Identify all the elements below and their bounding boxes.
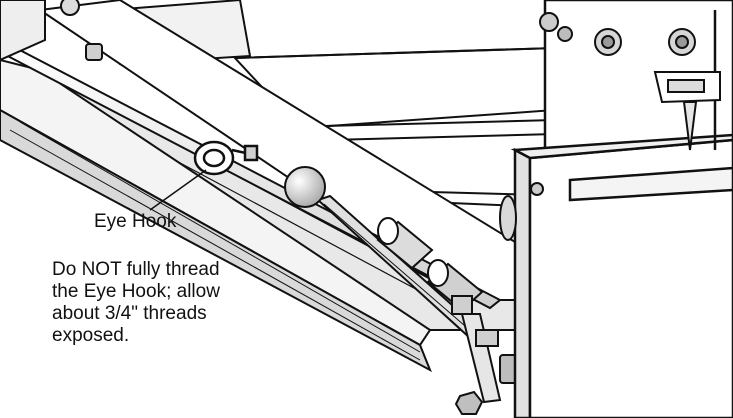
roller-icon bbox=[376, 217, 434, 270]
nut-icon bbox=[454, 390, 484, 415]
ball-knob-icon bbox=[284, 166, 326, 208]
eye-hook-leader bbox=[149, 169, 207, 211]
eye-hook-label: Eye Hook bbox=[94, 211, 177, 232]
instruction-line-1: Do NOT fully thread bbox=[52, 259, 220, 280]
latch-tab bbox=[653, 71, 721, 151]
left-bracket bbox=[0, 0, 103, 62]
bolt-icon bbox=[530, 12, 696, 196]
right-housing bbox=[510, 0, 733, 418]
eye-hook-icon bbox=[193, 140, 259, 176]
instruction-line-3: about 3/4" threads bbox=[52, 303, 207, 324]
instruction-line-2: the Eye Hook; allow bbox=[52, 281, 220, 302]
instruction-line-4: exposed. bbox=[52, 325, 130, 346]
lower-linkage bbox=[451, 295, 519, 404]
washer bbox=[499, 195, 517, 241]
instruction-text: Do NOT fully thread the Eye Hook; allow … bbox=[52, 259, 220, 347]
